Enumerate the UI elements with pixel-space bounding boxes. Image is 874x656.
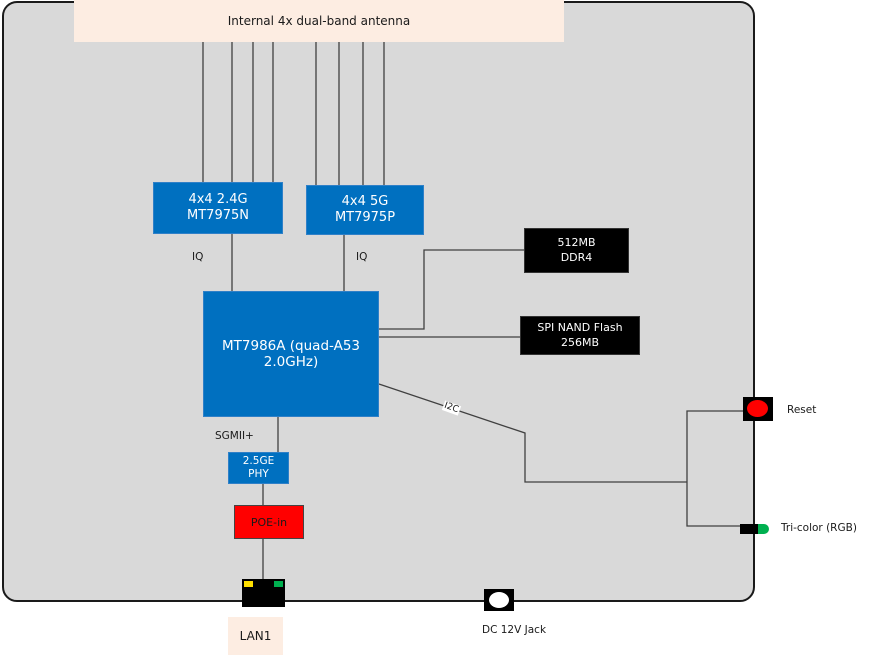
ram-line1: 512MB: [557, 236, 596, 250]
radio-5g-line2: MT7975P: [334, 210, 396, 225]
lan-port-icon: [242, 579, 285, 607]
flash-line2: 256MB: [560, 335, 600, 349]
soc-chip: MT7986A (quad-A53 2.0GHz): [203, 291, 379, 417]
soc-line1: MT7986A (quad-A53: [222, 337, 360, 354]
reset-dot: [747, 400, 768, 417]
radio-24g-line1: 4x4 2.4G: [188, 192, 248, 208]
radio-24g-line2: MT7975N: [187, 208, 249, 223]
lan-led-green-icon: [274, 581, 283, 587]
sgmii-label: SGMII+: [215, 430, 254, 442]
flash-line1: SPI NAND Flash: [537, 321, 623, 335]
flash-chip: SPI NAND Flash 256MB: [520, 316, 640, 355]
iq-label-5g: IQ: [356, 251, 368, 263]
phy-line1: 2.5GE: [242, 455, 275, 468]
phy-chip: 2.5GE PHY: [228, 452, 289, 484]
led-tip-icon: [758, 524, 769, 534]
ddr-link: [379, 249, 524, 330]
led-body-icon: [740, 524, 759, 534]
lan-label: LAN1: [239, 629, 272, 643]
radio-5g-chip: 4x4 5G MT7975P: [306, 185, 424, 235]
antenna-block: Internal 4x dual-band antenna: [74, 0, 564, 42]
poe-block: POE-in: [234, 505, 304, 539]
dc-jack-icon: [484, 589, 514, 611]
soc-line2: 2.0GHz): [263, 354, 319, 370]
reset-label: Reset: [787, 404, 817, 416]
poe-label: POE-in: [250, 515, 288, 529]
reset-button-icon: [743, 397, 773, 421]
ram-chip: 512MB DDR4: [524, 228, 629, 273]
dc-jack-label: DC 12V Jack: [482, 624, 547, 636]
lan-led-yellow-icon: [244, 581, 253, 587]
led-label: Tri-color (RGB): [781, 522, 857, 534]
ram-line2: DDR4: [560, 250, 593, 264]
i2c-link: [378, 383, 687, 483]
antenna-label: Internal 4x dual-band antenna: [227, 14, 411, 28]
lan-label-box: LAN1: [228, 617, 283, 655]
phy-line2: PHY: [248, 468, 269, 480]
dc-jack-hole: [489, 592, 509, 608]
reset-led-bus: [686, 410, 743, 527]
iq-label-24g: IQ: [192, 251, 204, 263]
radio-24g-chip: 4x4 2.4G MT7975N: [153, 182, 283, 234]
radio-5g-line1: 4x4 5G: [341, 194, 389, 210]
